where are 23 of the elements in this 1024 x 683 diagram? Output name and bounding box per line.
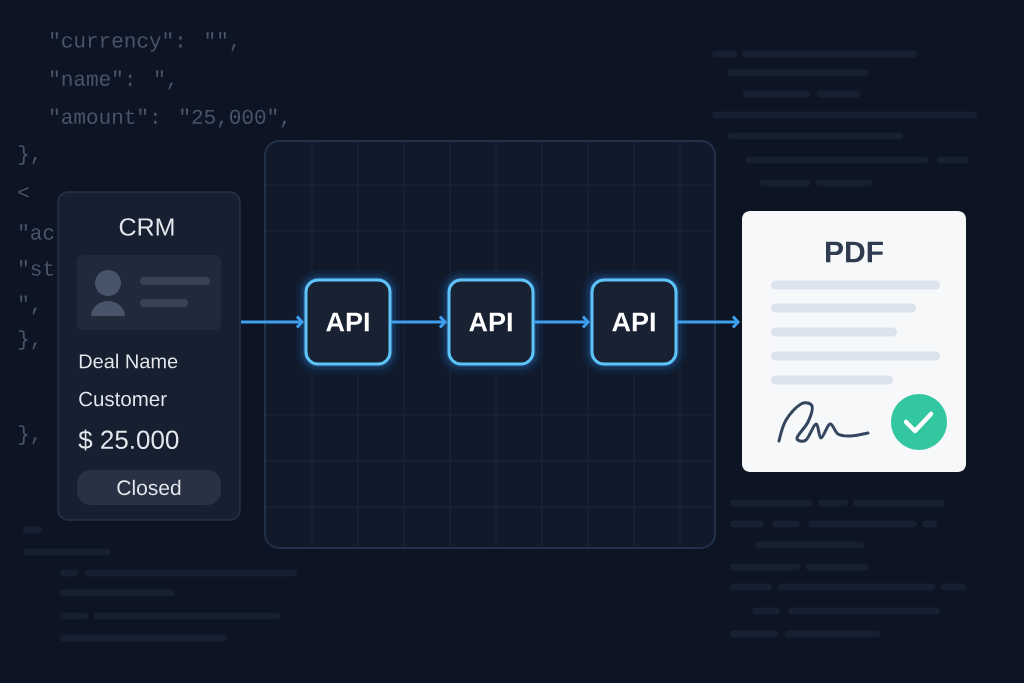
code-text: "st: [20, 260, 53, 276]
document-title: PDF: [826, 241, 883, 263]
code-text: },: [18, 145, 37, 165]
code-text: "amount": "25,000",: [51, 108, 287, 128]
arrow: [677, 315, 740, 329]
code-text: },: [18, 330, 37, 350]
code-text: "name": ",: [51, 70, 173, 90]
field-label: Deal Name: [79, 353, 178, 369]
card-title: CRM: [119, 218, 174, 236]
code-text: <: [18, 186, 29, 198]
api-box: API: [582, 270, 686, 374]
code-text: "ac: [20, 224, 54, 240]
code-text: ",: [20, 295, 37, 315]
api-box: API: [296, 270, 400, 374]
code-text: },: [18, 425, 37, 445]
arrow: [241, 315, 304, 329]
amount-text: $ 25.000: [78, 429, 179, 451]
field-label: Customer: [79, 391, 167, 407]
api-box: API: [439, 270, 543, 374]
code-text: "currency": "",: [51, 32, 236, 52]
arrow: [391, 315, 447, 329]
arrow: [534, 315, 590, 329]
status-badge: Closed: [77, 470, 221, 505]
